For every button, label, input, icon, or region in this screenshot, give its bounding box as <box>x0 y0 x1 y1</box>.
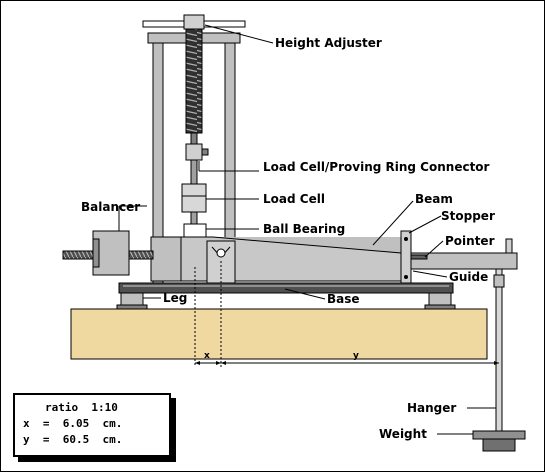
label-load-cell: Load Cell <box>263 192 325 206</box>
load-cell-body <box>181 183 207 213</box>
pointer <box>410 254 428 260</box>
beam-block-left <box>150 236 182 282</box>
adjuster-knob <box>183 14 205 30</box>
label-weight: Weight <box>379 427 427 441</box>
balancer-rod-right <box>128 250 154 260</box>
load-cell-rod <box>190 211 198 225</box>
screw-rod <box>190 132 198 146</box>
label-ball-bearing: Ball Bearing <box>263 222 346 236</box>
label-base: Base <box>327 292 360 306</box>
connector-rod <box>190 159 198 185</box>
label-height-adjuster: Height Adjuster <box>275 36 382 50</box>
label-balancer: Balancer <box>81 200 141 214</box>
y-dimension-marker: y <box>353 351 359 361</box>
connector-bolt <box>201 148 209 156</box>
label-hanger: Hanger <box>407 401 457 415</box>
pivot-bearing <box>216 248 226 258</box>
load-cell-connector <box>185 143 203 161</box>
y-value-line: y = 60.5 cm. <box>23 433 123 446</box>
x-value-line: x = 6.05 cm. <box>23 417 123 430</box>
leg-right <box>428 292 452 306</box>
hanger-rod <box>495 268 503 432</box>
balancer-rod <box>62 250 94 260</box>
ratio-line: ratio 1:10 <box>45 401 118 414</box>
leg-left <box>120 292 144 306</box>
table-surface <box>70 308 488 360</box>
weight-block <box>482 438 516 452</box>
label-load-cell-connector: Load Cell/Proving Ring Connector <box>263 160 490 174</box>
label-guide: Guide <box>449 270 489 284</box>
label-stopper: Stopper <box>441 209 495 223</box>
weight-pan <box>472 430 526 440</box>
ratio-box: ratio 1:10 x = 6.05 cm. y = 60.5 cm. <box>13 393 171 457</box>
label-pointer: Pointer <box>445 234 495 248</box>
label-beam: Beam <box>415 192 453 206</box>
label-leg: Leg <box>163 291 188 305</box>
base-plate <box>118 282 454 294</box>
end-stopper <box>505 238 513 254</box>
x-dimension-marker: x <box>204 351 210 361</box>
adjuster-screw <box>185 28 203 134</box>
